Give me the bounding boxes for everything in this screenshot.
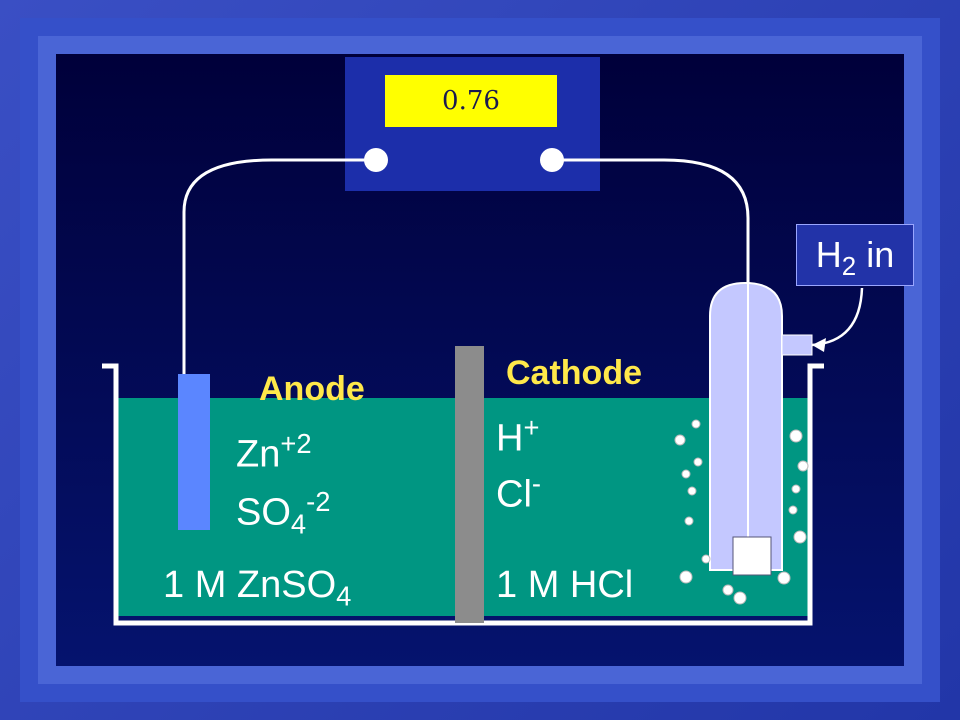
h2-suffix: in: [856, 234, 895, 275]
bubble-icon: [679, 570, 693, 584]
hydrogen-ion-symbol: H: [496, 417, 524, 460]
chloride-ion-label: Cl-: [496, 470, 541, 514]
left-terminal-dot-icon: [364, 148, 388, 172]
left-concentration-subscript: 4: [336, 580, 352, 612]
h2-subscript: 2: [841, 253, 857, 282]
hydrogen-ion-label: H+: [496, 414, 539, 458]
bubble-icon: [789, 429, 803, 443]
left-wire: [182, 158, 375, 376]
voltmeter-reading: 0.76: [442, 86, 500, 116]
bubble-icon: [674, 434, 686, 446]
gas-inlet: [781, 334, 813, 356]
right-concentration-label: 1 M HCl: [496, 564, 634, 606]
zinc-electrode: [178, 374, 210, 530]
bubble-icon: [791, 484, 801, 494]
bubble-icon: [793, 530, 807, 544]
bubble-icon: [777, 571, 791, 585]
anode-label: Anode: [259, 370, 365, 408]
bubble-icon: [701, 554, 711, 564]
bubble-icon: [733, 591, 747, 605]
sulfate-ion-symbol: SO: [236, 491, 291, 534]
zinc-ion-charge: +2: [280, 428, 312, 459]
bubble-icon: [687, 486, 697, 496]
bubble-icon: [797, 460, 809, 472]
h2-inlet-label: H2 in: [796, 224, 914, 286]
bubble-icon: [691, 419, 701, 429]
cathode-label: Cathode: [506, 354, 642, 392]
zinc-ion-label: Zn+2: [236, 430, 312, 474]
right-terminal-dot-icon: [540, 148, 564, 172]
h2-arrow-curve: [811, 287, 864, 347]
bubbles-group: [674, 419, 809, 605]
platinum-electrode: [732, 536, 772, 576]
bubble-icon: [722, 584, 734, 596]
hydrogen-electrode-tube: [709, 281, 783, 571]
bubble-icon: [681, 469, 691, 479]
bubble-icon: [693, 457, 703, 467]
h2-symbol: H: [815, 234, 842, 275]
h2-arrow-icon: [812, 338, 826, 352]
salt-bridge: [455, 346, 484, 623]
sulfate-ion-charge: -2: [306, 486, 331, 517]
sulfate-ion-subscript: 4: [290, 508, 307, 540]
chloride-ion-symbol: Cl: [496, 473, 532, 516]
middle-frame: [38, 36, 922, 684]
voltmeter-display: 0.76: [385, 75, 557, 127]
hydrogen-ion-charge: +: [523, 412, 540, 443]
left-concentration-text: 1 M ZnSO: [163, 564, 337, 606]
outer-frame: [20, 18, 940, 702]
left-concentration-label: 1 M ZnSO4: [163, 566, 351, 610]
right-wire: [552, 158, 750, 548]
zinc-ion-symbol: Zn: [236, 433, 281, 476]
sulfate-ion-label: SO4-2: [236, 488, 330, 538]
bubble-icon: [684, 516, 694, 526]
bubble-icon: [788, 505, 798, 515]
chloride-ion-charge: -: [531, 468, 542, 499]
